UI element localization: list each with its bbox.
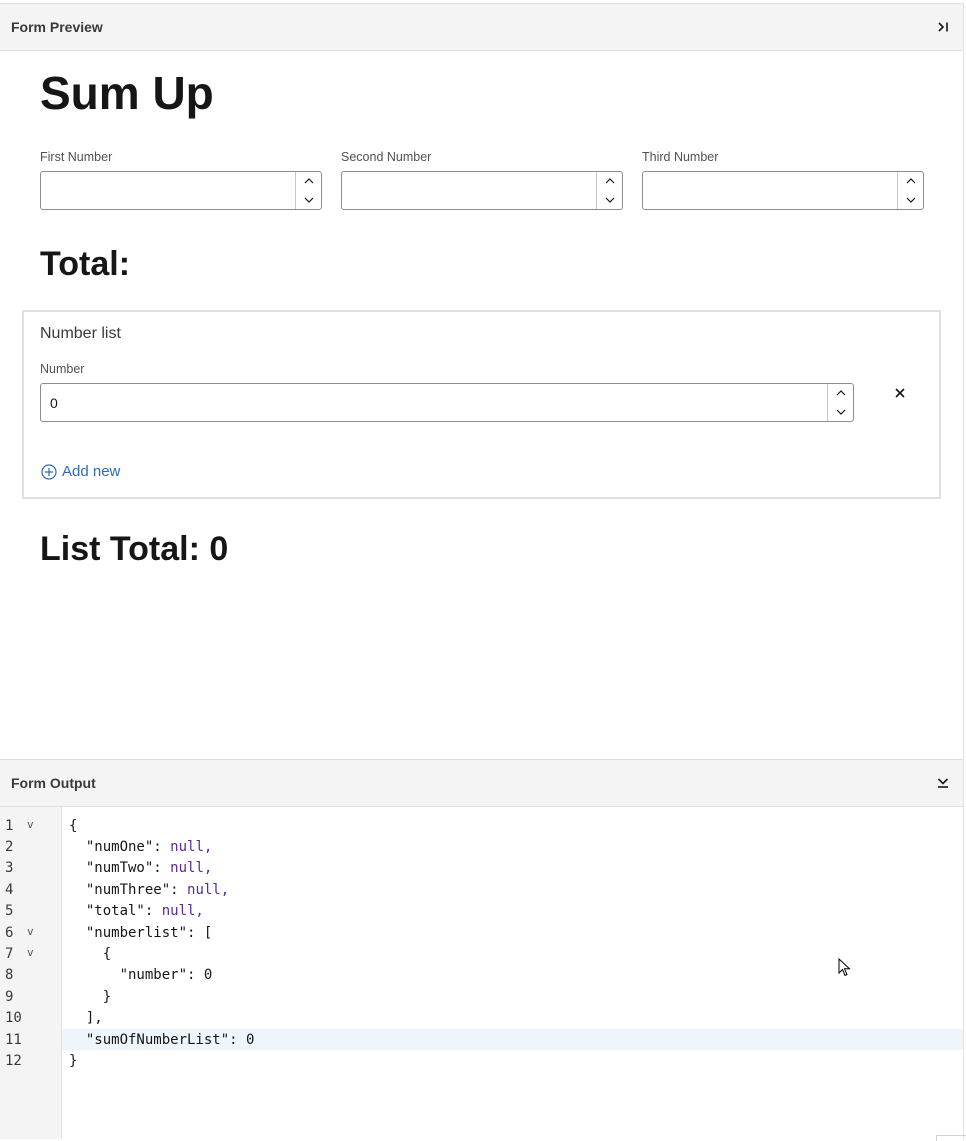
close-icon <box>895 388 905 398</box>
list-total-heading: List Total: 0 <box>40 530 229 568</box>
third-number-label: Third Number <box>642 150 719 164</box>
remove-item-button[interactable] <box>890 383 910 403</box>
code-area[interactable]: { "numOne": null, "numTwo": null, "numTh… <box>62 807 963 1139</box>
collapse-down-icon[interactable] <box>935 775 951 791</box>
line-number: 11 <box>5 1031 22 1048</box>
number-label: Number <box>40 362 85 376</box>
add-circle-icon <box>41 463 57 480</box>
code-line: "numberlist": [ <box>69 924 213 941</box>
line-number: 2 <box>5 839 14 856</box>
first-number-input[interactable] <box>40 171 322 210</box>
decrement-icon[interactable] <box>296 191 321 210</box>
code-line: "number": 0 <box>69 967 213 984</box>
decrement-icon[interactable] <box>597 191 622 210</box>
fold-chevron-icon[interactable]: v <box>27 924 34 938</box>
number-input[interactable]: 0 <box>40 383 854 422</box>
fold-chevron-icon[interactable]: v <box>27 946 34 960</box>
code-line: { <box>69 946 112 963</box>
line-number: 10 <box>5 1010 22 1027</box>
line-number: 8 <box>5 967 14 984</box>
form-preview-header: Form Preview <box>0 4 963 51</box>
line-number: 9 <box>5 988 14 1005</box>
add-new-label: Add new <box>62 463 121 480</box>
collapse-right-icon[interactable] <box>935 19 951 35</box>
increment-icon[interactable] <box>597 172 622 191</box>
line-number: 3 <box>5 860 14 877</box>
third-number-stepper <box>897 172 923 209</box>
line-number: 4 <box>5 881 14 898</box>
add-new-button[interactable]: Add new <box>41 463 120 480</box>
first-number-label: First Number <box>40 150 113 164</box>
form-preview-title: Form Preview <box>11 19 103 35</box>
form-preview-pane: Form Preview Sum Up First Number Second … <box>0 3 964 759</box>
code-line-active: "sumOfNumberList": 0 <box>62 1028 963 1051</box>
number-list-group: Number list Number 0 Add new <box>22 310 941 499</box>
form-output-title: Form Output <box>11 775 96 791</box>
second-number-input[interactable] <box>341 171 623 210</box>
decrement-icon[interactable] <box>828 403 853 422</box>
code-line: "numTwo": null, <box>69 860 213 877</box>
form-title: Sum Up <box>40 67 214 119</box>
second-number-stepper <box>596 172 622 209</box>
second-number-label: Second Number <box>341 150 432 164</box>
total-heading: Total: <box>40 245 131 283</box>
code-line: "total": null, <box>69 903 204 920</box>
code-line: } <box>69 988 112 1005</box>
number-list-title: Number list <box>40 325 121 342</box>
line-number: 5 <box>5 903 14 920</box>
increment-icon[interactable] <box>296 172 321 191</box>
mouse-pointer-icon <box>838 957 852 983</box>
number-value: 0 <box>50 394 58 411</box>
decrement-icon[interactable] <box>898 191 923 210</box>
form-output-header: Form Output <box>0 760 963 807</box>
increment-icon[interactable] <box>828 384 853 403</box>
resize-handle[interactable] <box>936 1135 966 1141</box>
first-number-stepper <box>295 172 321 209</box>
code-line: ], <box>69 1010 103 1027</box>
fold-chevron-icon[interactable]: v <box>27 818 34 831</box>
increment-icon[interactable] <box>898 172 923 191</box>
line-number: 12 <box>5 1052 22 1069</box>
code-line: "numOne": null, <box>69 839 213 856</box>
code-line: { <box>69 817 78 834</box>
third-number-input[interactable] <box>642 171 924 210</box>
form-canvas: Sum Up First Number Second Number Third … <box>0 51 963 759</box>
code-line: "numThree": null, <box>69 881 230 898</box>
number-stepper <box>827 384 853 421</box>
code-line: } <box>69 1052 78 1069</box>
